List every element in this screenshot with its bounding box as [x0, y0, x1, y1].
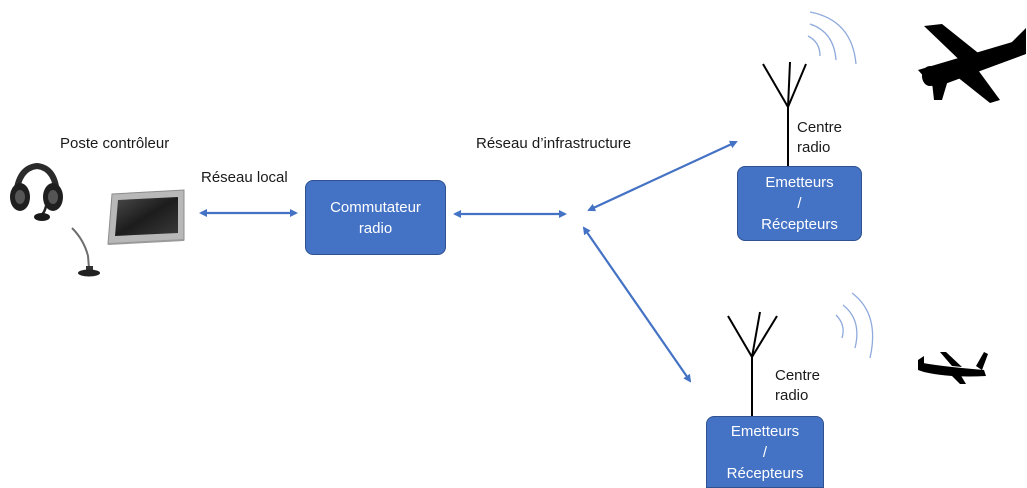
centre-radio-top-line2: radio: [797, 139, 831, 156]
commutateur-radio-box: Commutateur radio: [305, 180, 446, 255]
poste-controleur-label: Poste contrôleur: [60, 135, 170, 152]
centre-radio-bottom-line1: Centre: [775, 367, 821, 384]
emetteurs-bottom-line3: Récepteurs: [726, 464, 804, 482]
antenna-icon: [762, 61, 807, 168]
emetteurs-recepteurs-bottom-box: Emetteurs / Récepteurs: [706, 416, 824, 488]
headset-icon: [10, 162, 63, 221]
airliner-icon: [918, 24, 1026, 103]
arrow-infra-bottom: [582, 226, 692, 383]
small-plane-icon: [918, 352, 988, 384]
centre-radio-top-line1: Centre: [797, 119, 843, 136]
emetteurs-bottom-line1: Emetteurs: [730, 422, 800, 440]
radio-wave-icon: [835, 292, 874, 359]
commutateur-radio-line2: radio: [358, 219, 393, 237]
emetteurs-top-line2: /: [797, 195, 802, 212]
emetteurs-top-line3: Récepteurs: [761, 216, 838, 233]
antenna-icon: [727, 311, 778, 418]
centre-radio-bottom-line2: radio: [775, 387, 809, 404]
arrows: [199, 140, 738, 383]
reseau-infrastructure-label: Réseau d’infrastructure: [476, 135, 632, 152]
centre-radio-bottom-label: Centre radio: [775, 366, 820, 406]
emetteurs-recepteurs-top-box: Emetteurs / Récepteurs: [737, 166, 862, 241]
commutateur-radio-line1: Commutateur: [330, 198, 421, 216]
centre-radio-top-label: Centre radio: [797, 118, 842, 158]
emetteurs-top-line1: Emetteurs: [765, 174, 834, 191]
reseau-local-label: Réseau local: [201, 169, 288, 186]
monitor-icon: [107, 189, 185, 245]
arrow-infra-top: [587, 140, 738, 212]
emetteurs-bottom-line2: /: [762, 443, 768, 461]
radio-wave-icon: [807, 11, 857, 65]
microphone-icon: [71, 227, 100, 277]
